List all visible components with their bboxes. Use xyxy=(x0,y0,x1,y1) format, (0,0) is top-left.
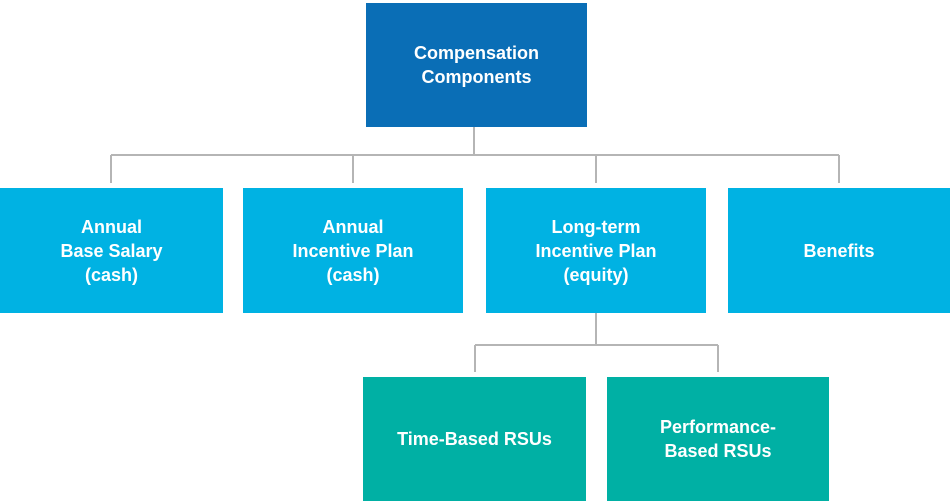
node-label: Benefits xyxy=(803,240,875,261)
node-benefits: Benefits xyxy=(728,188,950,313)
node-time-based-rsus: Time-Based RSUs xyxy=(363,377,586,501)
node-performance-based-rsus: Performance- Based RSUs xyxy=(607,377,829,501)
node-label: Long-term Incentive Plan (equity) xyxy=(535,216,657,285)
node-label: Annual Base Salary (cash) xyxy=(60,216,163,285)
node-label: Time-Based RSUs xyxy=(397,429,552,449)
node-label: Annual Incentive Plan (cash) xyxy=(292,216,414,285)
node-annual-base-salary: Annual Base Salary (cash) xyxy=(0,188,223,313)
node-label: Compensation Components xyxy=(413,43,539,87)
node-label: Performance- Based RSUs xyxy=(659,417,777,461)
node-compensation-components: Compensation Components xyxy=(366,3,587,127)
node-long-term-incentive-plan: Long-term Incentive Plan (equity) xyxy=(486,188,706,313)
node-annual-incentive-plan: Annual Incentive Plan (cash) xyxy=(243,188,463,313)
